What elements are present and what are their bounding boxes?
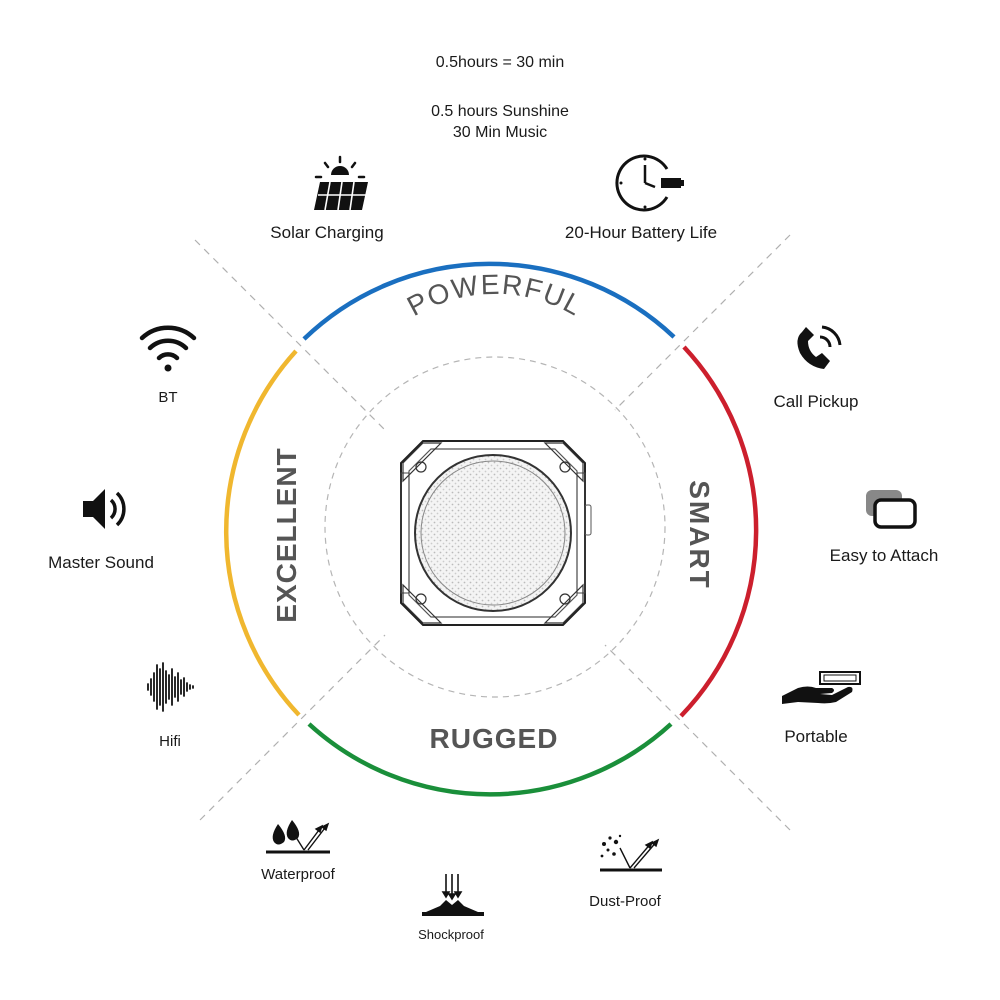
label-call-pickup: Call Pickup bbox=[773, 392, 859, 411]
note-music: 30 Min Music bbox=[452, 124, 548, 141]
clock-battery-icon bbox=[615, 154, 684, 212]
arc-rugged bbox=[307, 722, 673, 797]
divider-bottom-right bbox=[604, 644, 791, 831]
divider-lines bbox=[194, 234, 791, 831]
waterproof-icon bbox=[266, 820, 330, 854]
ring-label-rugged: RUGGED bbox=[430, 723, 559, 754]
label-battery-life: 20-Hour Battery Life bbox=[564, 223, 718, 242]
attach-icon bbox=[866, 490, 917, 529]
solar-panel-icon bbox=[314, 155, 368, 211]
speaker-product-image bbox=[400, 440, 592, 626]
dust-proof-icon bbox=[600, 834, 662, 872]
label-hifi: Hifi bbox=[159, 733, 181, 750]
label-easy-to-attach: Easy to Attach bbox=[829, 546, 939, 565]
sound-wave-icon bbox=[147, 662, 194, 712]
label-dust-proof: Dust-Proof bbox=[589, 893, 661, 910]
arc-powerful bbox=[302, 261, 676, 341]
ring-label-excellent: EXCELLENT bbox=[271, 447, 302, 622]
arc-excellent bbox=[223, 349, 301, 717]
label-solar-charging: Solar Charging bbox=[270, 223, 384, 242]
label-bt: BT bbox=[158, 389, 178, 406]
divider-top-left bbox=[194, 239, 386, 431]
note-conversion: 0.5hours = 30 min bbox=[435, 54, 565, 71]
arc-smart bbox=[679, 345, 759, 718]
label-portable: Portable bbox=[784, 727, 848, 746]
speaker-icon bbox=[83, 489, 126, 529]
label-waterproof: Waterproof bbox=[261, 866, 335, 883]
shockproof-icon bbox=[422, 874, 484, 916]
ring-label-smart: SMART bbox=[684, 480, 715, 590]
label-shockproof: Shockproof bbox=[418, 927, 484, 942]
label-master-sound: Master Sound bbox=[48, 553, 154, 572]
wifi-signal-icon bbox=[139, 325, 197, 372]
ring-label-powerful: POWERFUL bbox=[402, 269, 588, 322]
hand-device-icon bbox=[782, 671, 861, 704]
divider-bottom-left bbox=[199, 634, 386, 821]
note-sunshine: 0.5 hours Sunshine bbox=[431, 103, 569, 120]
divider-top-right bbox=[614, 234, 791, 411]
inner-dashed-circle bbox=[324, 356, 666, 698]
phone-call-icon bbox=[797, 325, 842, 369]
